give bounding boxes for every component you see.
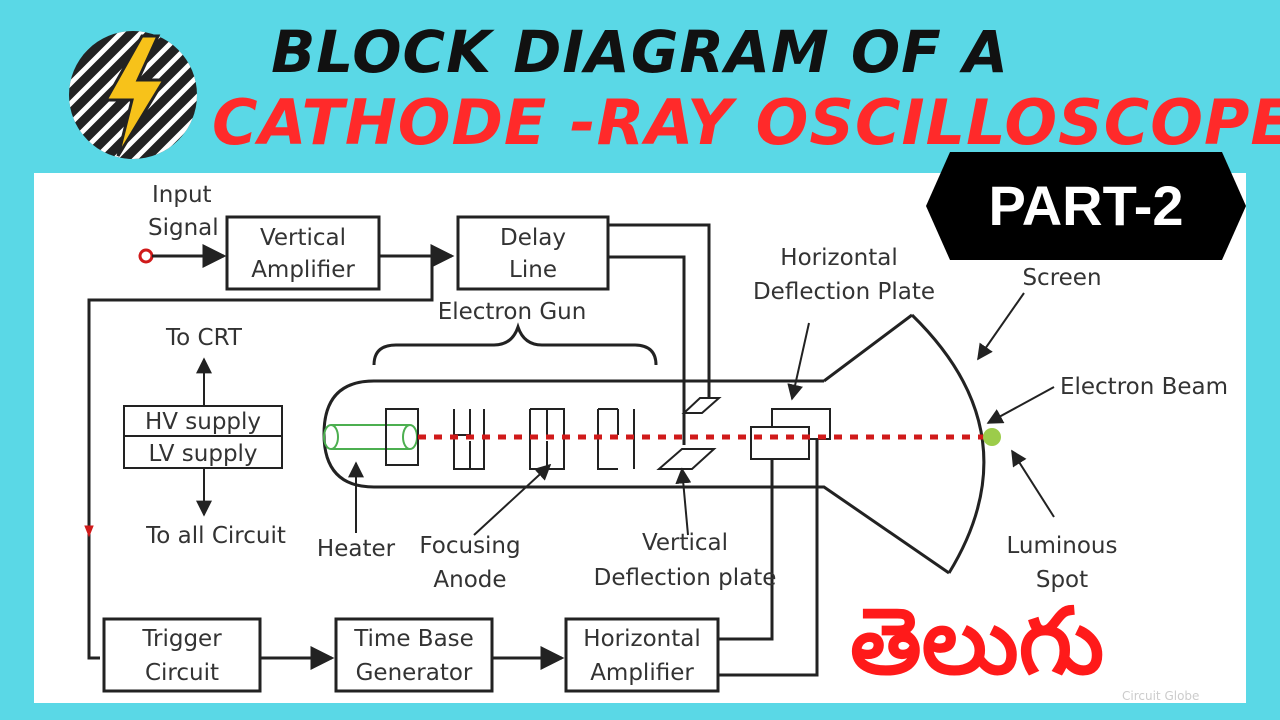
svg-text:Deflection Plate: Deflection Plate [753, 279, 935, 305]
delay-line-label-1: Delay [500, 225, 566, 251]
svg-text:Spot: Spot [1036, 567, 1088, 593]
svg-text:Time Base: Time Base [353, 626, 474, 652]
luminous-spot-label-1: Luminous [1007, 533, 1118, 559]
lv-supply-label: LV supply [148, 441, 257, 467]
svg-text:Delay: Delay [500, 225, 566, 251]
svg-text:HV supply: HV supply [145, 409, 261, 435]
vertical-amp-label-1: Vertical [260, 225, 346, 251]
svg-text:Luminous: Luminous [1007, 533, 1118, 559]
svg-text:Circuit Globe: Circuit Globe [1122, 689, 1199, 703]
horizontal-plate-label-2: Deflection Plate [753, 279, 935, 305]
vertical-plate-bottom [656, 448, 717, 470]
input-terminal [138, 248, 154, 264]
horizontal-plate-label-1: Horizontal [780, 245, 897, 271]
svg-text:Vertical: Vertical [260, 225, 346, 251]
trigger-label-2: Circuit [145, 660, 219, 686]
luminous-spot-label-2: Spot [1036, 567, 1088, 593]
svg-text:Anode: Anode [433, 567, 506, 593]
language-label: తెలుగు [850, 588, 1105, 695]
screen-label: Screen [1022, 265, 1101, 291]
time-base-label-2: Generator [356, 660, 473, 686]
crt-block-diagram: Input Signal Vertical Amplifier Delay Li… [84, 182, 1228, 703]
title-line-1: BLOCK DIAGRAM OF A [271, 18, 1009, 86]
svg-text:Focusing: Focusing [419, 533, 520, 559]
svg-text:Horizontal: Horizontal [583, 626, 700, 652]
svg-text:Electron Beam: Electron Beam [1060, 374, 1228, 400]
trigger-label-1: Trigger [141, 626, 222, 652]
horizontal-amp-label-2: Amplifier [590, 660, 694, 686]
to-crt-label: To CRT [165, 325, 243, 351]
luminous-spot-dot [983, 428, 1001, 446]
svg-text:Amplifier: Amplifier [590, 660, 694, 686]
svg-text:Horizontal: Horizontal [780, 245, 897, 271]
vertical-plate-label-2: Deflection plate [594, 565, 777, 591]
vertical-amp-label-2: Amplifier [251, 257, 355, 283]
input-label-1: Input [152, 182, 212, 208]
hv-supply-label: HV supply [145, 409, 261, 435]
part-badge [926, 152, 1246, 260]
svg-text:Generator: Generator [356, 660, 473, 686]
svg-text:To CRT: To CRT [165, 325, 243, 351]
svg-text:Screen: Screen [1022, 265, 1101, 291]
input-label-2: Signal [148, 215, 219, 241]
part-badge-label: PART-2 [988, 174, 1184, 237]
to-all-circuit-label: To all Circuit [145, 523, 286, 549]
svg-text:Vertical: Vertical [642, 530, 728, 556]
lightning-logo-icon [69, 31, 197, 159]
diagram-panel: Input Signal Vertical Amplifier Delay Li… [34, 173, 1246, 703]
vertical-plate-top [681, 397, 722, 414]
svg-text:Amplifier: Amplifier [251, 257, 355, 283]
delay-line-label-2: Line [509, 257, 557, 283]
horizontal-amp-label-1: Horizontal [583, 626, 700, 652]
horizontal-plate-front [750, 426, 810, 460]
horizontal-amplifier-block [564, 617, 720, 693]
electron-beam-label: Electron Beam [1060, 374, 1228, 400]
focusing-anode-label-2: Anode [433, 567, 506, 593]
vertical-plate-label-1: Vertical [642, 530, 728, 556]
svg-text:Heater: Heater [317, 536, 396, 562]
svg-text:Electron Gun: Electron Gun [438, 299, 587, 325]
title-line-2: CATHODE -RAY OSCILLOSCOPE [212, 86, 1280, 159]
svg-text:Deflection plate: Deflection plate [594, 565, 777, 591]
time-base-label-1: Time Base [353, 626, 474, 652]
svg-text:Input: Input [152, 182, 212, 208]
electron-gun-label: Electron Gun [438, 299, 587, 325]
delay-line-block [456, 215, 610, 291]
vertical-amplifier-block [225, 215, 381, 291]
svg-text:To all Circuit: To all Circuit [145, 523, 286, 549]
time-base-generator-block [334, 617, 494, 693]
svg-text:Signal: Signal [148, 215, 219, 241]
focusing-anode-label-1: Focusing [419, 533, 520, 559]
heater-label: Heater [317, 536, 396, 562]
svg-text:Trigger: Trigger [141, 626, 222, 652]
svg-text:LV supply: LV supply [148, 441, 257, 467]
screen-arc [910, 313, 986, 574]
trigger-circuit-block [102, 617, 262, 693]
svg-text:Line: Line [509, 257, 557, 283]
watermark-text: Circuit Globe [1122, 689, 1199, 703]
svg-text:Circuit: Circuit [145, 660, 219, 686]
